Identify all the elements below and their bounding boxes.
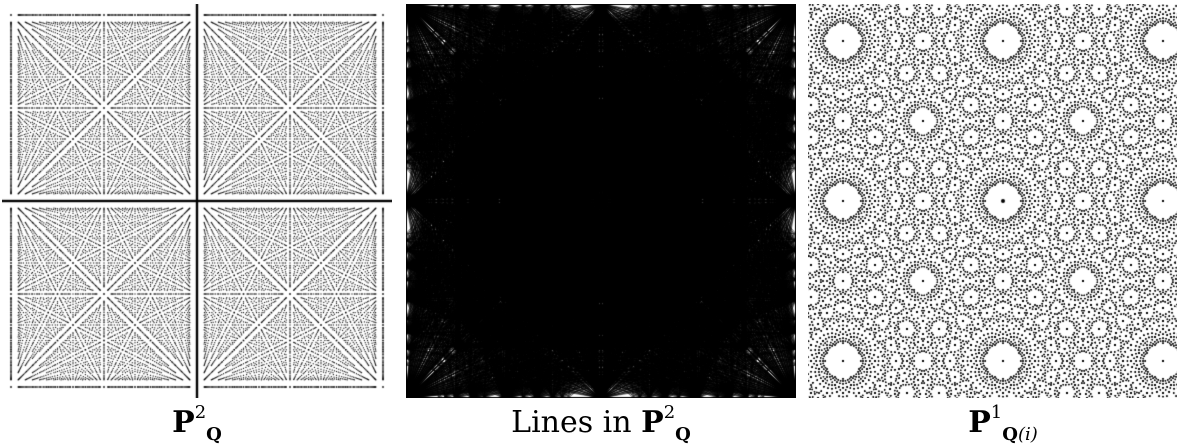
rational-points-plane-figure [2, 4, 392, 398]
rational-lines-plane-plot [406, 4, 796, 398]
gaussian-rational-line-figure [808, 4, 1177, 398]
caption-left-symbol: P [172, 405, 195, 440]
gaussian-rational-points-plot [808, 4, 1177, 398]
rational-points-plane-plot [2, 4, 392, 398]
caption-left: P2Q [2, 402, 392, 447]
caption-middle-prefix: Lines in [511, 405, 642, 440]
caption-right: P1Q(i) [808, 402, 1177, 447]
caption-left-subscript: Q [206, 424, 222, 445]
caption-middle-subscript: Q [675, 424, 691, 445]
rational-lines-plane-figure [406, 4, 796, 398]
caption-middle: Lines in P2Q [406, 402, 796, 447]
caption-middle-superscript: 2 [663, 402, 676, 423]
caption-right-subscript-extra: (i) [1017, 424, 1038, 445]
caption-left-superscript: 2 [194, 402, 207, 423]
caption-right-superscript: 1 [990, 402, 1003, 423]
caption-right-symbol: P [968, 405, 991, 440]
caption-middle-symbol: P [641, 405, 664, 440]
caption-right-subscript: Q [1002, 424, 1018, 445]
